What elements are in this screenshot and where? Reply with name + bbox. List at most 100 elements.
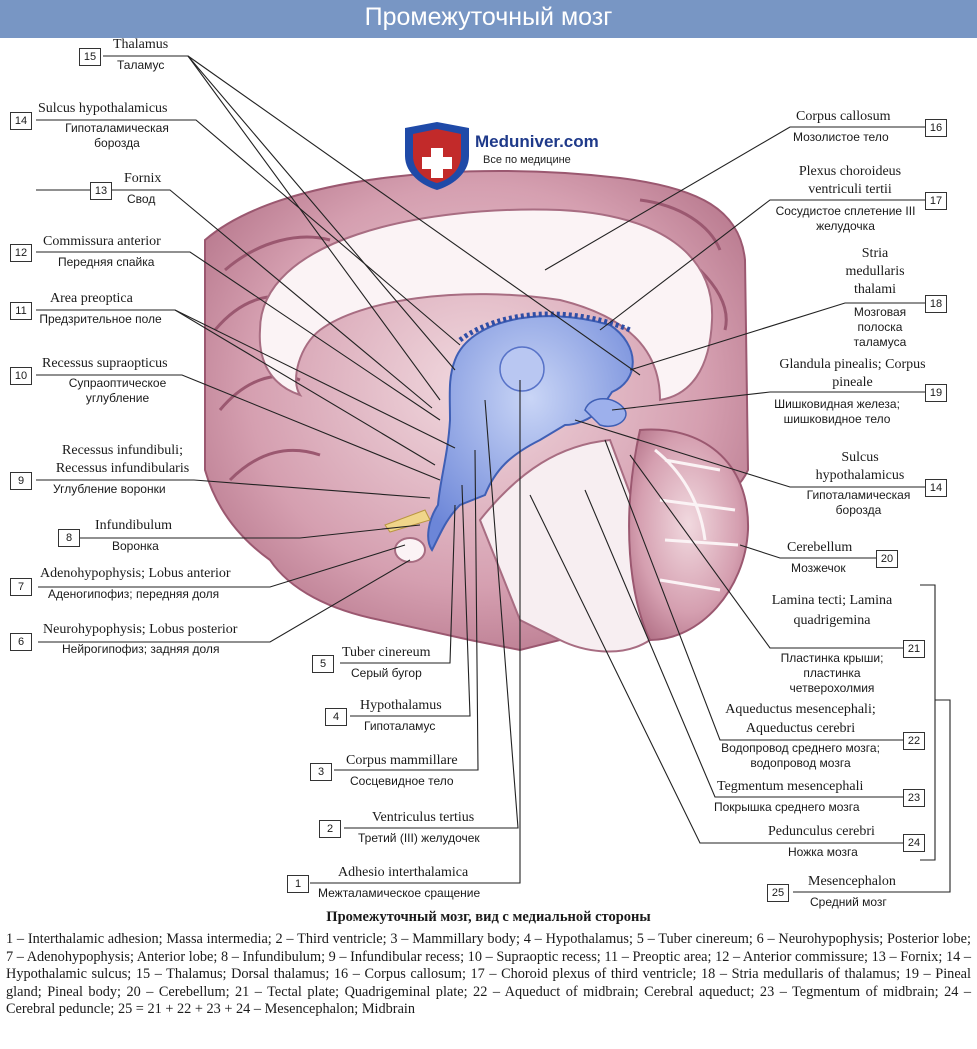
label-latin: Mesencephalon: [808, 874, 896, 889]
label-latin: Corpus callosum: [796, 109, 891, 124]
label-latin-text: Glandula pinealis; Corpus pineale: [779, 357, 926, 390]
label-russian: Гипоталамическая борозда: [52, 121, 182, 151]
label-number: 2: [319, 820, 341, 838]
label-russian-text: Пластинка крыши; пластинка четверохолмия: [780, 651, 884, 695]
label-latin: Recessus infundibuli; Recessus infundibu…: [40, 442, 205, 478]
label-russian-text: Гипоталамическая борозда: [806, 488, 911, 517]
label-number: 11: [10, 302, 32, 320]
meduniver-logo[interactable]: Meduniver.com Все по медицине: [403, 122, 613, 192]
label-russian: Воронка: [112, 539, 159, 553]
label-russian: Нейрогипофиз; задняя доля: [62, 642, 220, 656]
label-russian: Водопровод среднего мозга; водопровод мо…: [718, 741, 883, 771]
label-russian: Сосудистое сплетение III желудочка: [768, 204, 923, 234]
choroid-plexus: [458, 311, 631, 343]
label-latin: Ventriculus tertius: [372, 810, 475, 825]
caption-title: Промежуточный мозг, вид с медиальной сто…: [326, 909, 651, 925]
label-number: 8: [58, 529, 80, 547]
label-number: 14: [10, 112, 32, 130]
label-russian-text: Шишковидная железа; шишковидное тело: [774, 397, 900, 426]
label-number: 21: [903, 640, 925, 658]
pineal-gland: [584, 398, 627, 427]
label-latin-text: Aqueductus mesencephali; Aqueductus cere…: [725, 702, 876, 736]
brainstem: [478, 438, 652, 653]
label-russian: Серый бугор: [351, 666, 422, 680]
leader-lines: [36, 55, 641, 884]
label-russian: Таламус: [117, 58, 165, 72]
label-number: 10: [10, 367, 32, 385]
label-russian: Передняя спайка: [58, 255, 155, 269]
cortex-sulci: [213, 198, 728, 482]
label-latin: Tuber cinereum: [342, 645, 431, 660]
label-russian: Пластинка крыши; пластинка четверохолмия: [762, 651, 902, 696]
label-russian: Шишковидная железа; шишковидное тело: [762, 397, 912, 427]
label-number: 18: [925, 295, 947, 313]
label-russian: Гипоталамус: [364, 719, 436, 733]
label-russian: Мозолистое тело: [793, 130, 889, 144]
label-number: 13: [90, 182, 112, 200]
label-number: 4: [325, 708, 347, 726]
label-latin: Cerebellum: [787, 540, 853, 555]
label-russian: Покрышка среднего мозга: [714, 800, 860, 814]
label-latin: Corpus mammillare: [346, 753, 458, 768]
label-russian: Третий (III) желудочек: [358, 831, 480, 845]
label-latin: Sulcus hypothalamicus: [38, 101, 168, 116]
interthalamic-adhesion: [499, 346, 545, 392]
optic-chiasm: [384, 509, 431, 533]
label-number: 23: [903, 789, 925, 807]
label-latin: Pedunculus cerebri: [768, 824, 875, 839]
label-russian: Углубление воронки: [53, 482, 166, 496]
label-number: 24: [903, 834, 925, 852]
page-title: Промежуточный мозг: [364, 3, 613, 31]
leader-lines-right: [529, 126, 951, 893]
shield-logo-icon: [405, 122, 469, 190]
label-russian-text: Предзрительное поле: [39, 312, 162, 326]
label-latin: Area preoptica: [50, 291, 133, 306]
logo-tagline: Все по медицине: [483, 154, 571, 166]
label-russian-text: Гипоталамическая борозда: [65, 121, 169, 150]
label-latin: Adhesio interthalamica: [338, 865, 469, 880]
label-russian: Предзрительное поле: [38, 312, 163, 327]
label-latin: Stria medullaris thalami: [835, 245, 915, 299]
cerebellum-shape: [628, 428, 750, 642]
label-number: 14: [925, 479, 947, 497]
label-latin-text: Recessus infundibuli; Recessus infundibu…: [55, 443, 190, 476]
label-russian: Аденогипофиз; передняя доля: [48, 587, 220, 601]
label-latin: Glandula pinealis; Corpus pineale: [770, 356, 935, 392]
label-number: 19: [925, 384, 947, 402]
label-latin: Aqueductus mesencephali; Aqueductus cere…: [708, 700, 893, 738]
label-latin: Commissura anterior: [43, 234, 161, 249]
label-russian-text: Водопровод среднего мозга; водопровод мо…: [721, 741, 880, 770]
label-latin: Fornix: [124, 171, 162, 186]
label-russian: Сосцевидное тело: [350, 774, 454, 788]
label-number: 15: [79, 48, 101, 66]
label-latin: Plexus choroideus ventriculi tertii: [780, 163, 920, 199]
logo-name: Meduniver.com: [475, 132, 599, 151]
label-number: 22: [903, 732, 925, 750]
label-latin: Neurohypophysis; Lobus posterior: [43, 622, 238, 637]
label-latin: Adenohypophysis; Lobus anterior: [40, 566, 231, 581]
label-latin-text: Lamina tecti; Lamina quadrigemina: [771, 593, 893, 628]
label-latin: Sulcus hypothalamicus: [800, 449, 920, 485]
label-russian: Средний мозг: [810, 895, 887, 909]
label-latin: Recessus supraopticus: [42, 356, 168, 371]
label-latin: Tegmentum mesencephali: [717, 779, 864, 794]
cerebellum-folia: [654, 448, 739, 592]
label-number: 16: [925, 119, 947, 137]
label-russian: Мозговая полоска таламуса: [840, 305, 920, 350]
label-number: 25: [767, 884, 789, 902]
label-latin: Infundibulum: [95, 518, 172, 533]
label-russian: Межталамическое сращение: [318, 886, 481, 900]
label-number: 12: [10, 244, 32, 262]
label-number: 17: [925, 192, 947, 210]
corpus-callosum: [258, 208, 714, 402]
label-russian-text: Мозговая полоска таламуса: [853, 305, 907, 349]
header-bar: Промежуточный мозг: [0, 0, 977, 38]
label-latin-text: Plexus choroideus ventriculi tertii: [798, 164, 902, 197]
label-russian: Супраоптическое углубление: [50, 376, 185, 406]
label-number: 1: [287, 875, 309, 893]
label-number: 20: [876, 550, 898, 568]
label-number: 5: [312, 655, 334, 673]
label-russian: Мозжечок: [791, 561, 846, 575]
label-latin: Thalamus: [113, 37, 169, 52]
